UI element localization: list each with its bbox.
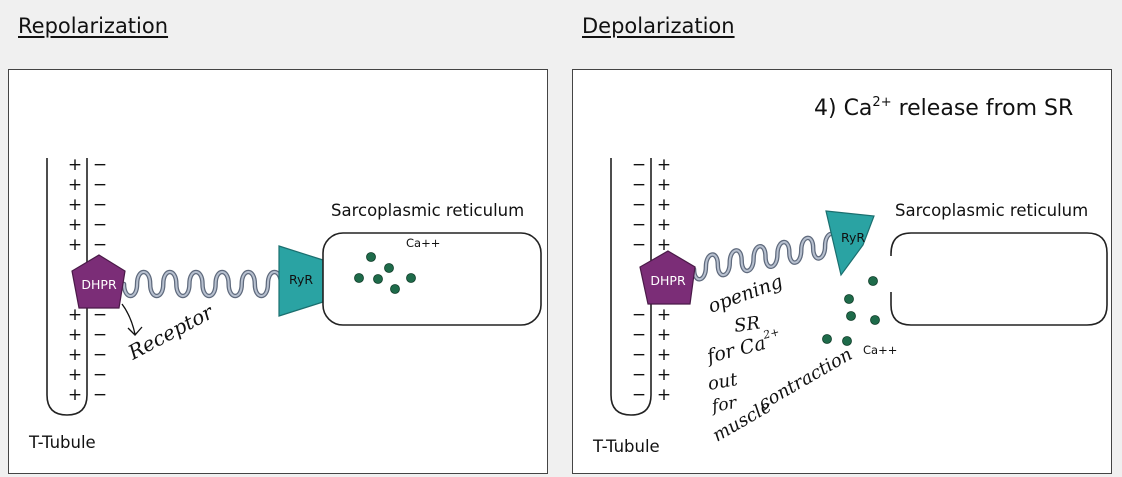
dhpr-channel: [71, 254, 126, 309]
sarcoplasmic-reticulum: [322, 232, 542, 326]
dhpr-label: DHPR: [650, 273, 686, 288]
charge-sign: −: [632, 195, 646, 215]
note-line: contraction: [755, 344, 856, 414]
dhpr-channel: [639, 250, 696, 305]
t-tubule-label: T-Tubule: [592, 437, 660, 456]
charge-sign: +: [657, 345, 671, 365]
charge-sign: +: [657, 235, 671, 255]
membrane-charge-signs: −+−+−+−+−+−+−+−+−+−+: [632, 155, 671, 405]
note-line: out: [706, 369, 740, 395]
calcium-ion: [822, 334, 832, 344]
calcium-ion: [373, 274, 383, 284]
dhpr-label: DHPR: [81, 277, 117, 292]
charge-sign: +: [657, 175, 671, 195]
calcium-ion: [844, 294, 854, 304]
heading-repolarization: Repolarization: [18, 14, 169, 38]
charge-sign: +: [68, 385, 82, 405]
step-title: 4) Ca2+ release from SR: [814, 95, 1073, 121]
charge-sign: +: [657, 215, 671, 235]
charge-sign: −: [93, 195, 107, 215]
dhpr-ryr-linker-highlight: [693, 232, 838, 281]
charge-sign: −: [632, 235, 646, 255]
charge-sign: −: [93, 365, 107, 385]
heading-depolarization: Depolarization: [582, 14, 735, 38]
calcium-ion: [384, 263, 394, 273]
t-tubule-membrane: [46, 158, 88, 416]
calcium-ion: [406, 273, 416, 283]
charge-sign: −: [632, 155, 646, 175]
membrane-charge-signs: +−+−+−+−+−+−+−+−+−+−: [68, 155, 107, 405]
handwritten-opening-note: opening SR for Ca2+ out for muscle contr…: [703, 270, 856, 446]
ryr-label: RyR: [289, 272, 313, 287]
charge-sign: −: [93, 385, 107, 405]
calcium-ions: [354, 252, 416, 294]
calcium-label: Ca++: [863, 343, 897, 357]
calcium-ion: [354, 273, 364, 283]
depolarization-diagram: 4) Ca2+ release from SR −+−+−+−+−+−+−+−+…: [592, 95, 1108, 456]
charge-sign: −: [632, 365, 646, 385]
charge-sign: +: [68, 155, 82, 175]
t-tubule-membrane: [610, 158, 652, 416]
repolarization-panel: +−+−+−+−+−+−+−+−+−+− DHPR RyR Sarcoplasm…: [8, 69, 548, 474]
charge-sign: +: [68, 305, 82, 325]
charge-sign: −: [93, 215, 107, 235]
charge-sign: −: [632, 175, 646, 195]
charge-sign: −: [632, 385, 646, 405]
note-line: opening: [705, 270, 785, 317]
charge-sign: +: [657, 305, 671, 325]
charge-sign: −: [93, 235, 107, 255]
note-line: for: [708, 393, 739, 417]
dhpr-ryr-linker-highlight: [123, 271, 282, 297]
note-line: SR: [733, 313, 762, 337]
charge-sign: −: [93, 325, 107, 345]
charge-sign: +: [657, 365, 671, 385]
depolarization-panel: 4) Ca2+ release from SR −+−+−+−+−+−+−+−+…: [572, 69, 1112, 474]
charge-sign: +: [657, 325, 671, 345]
charge-sign: −: [632, 345, 646, 365]
calcium-ion: [870, 315, 880, 325]
charge-sign: +: [68, 325, 82, 345]
charge-sign: +: [657, 385, 671, 405]
sr-label: Sarcoplasmic reticulum: [331, 201, 524, 220]
charge-sign: +: [68, 175, 82, 195]
t-tubule-label: T-Tubule: [28, 433, 96, 452]
calcium-label: Ca++: [406, 236, 440, 250]
ryr-label: RyR: [841, 230, 865, 245]
calcium-ion: [366, 252, 376, 262]
charge-sign: −: [93, 175, 107, 195]
charge-sign: −: [93, 345, 107, 365]
charge-sign: −: [632, 215, 646, 235]
charge-sign: −: [632, 305, 646, 325]
charge-sign: +: [68, 215, 82, 235]
charge-sign: +: [68, 235, 82, 255]
charge-sign: −: [93, 305, 107, 325]
charge-sign: −: [93, 155, 107, 175]
charge-sign: −: [632, 325, 646, 345]
charge-sign: +: [657, 195, 671, 215]
calcium-ion: [868, 276, 878, 286]
charge-sign: +: [68, 195, 82, 215]
handwritten-arrow: [121, 303, 143, 336]
sr-label: Sarcoplasmic reticulum: [895, 201, 1088, 220]
charge-sign: +: [657, 155, 671, 175]
ryr-channel: [825, 210, 875, 277]
repolarization-diagram: +−+−+−+−+−+−+−+−+−+− DHPR RyR Sarcoplasm…: [28, 155, 542, 452]
calcium-ion: [842, 336, 852, 346]
calcium-ion: [390, 284, 400, 294]
released-calcium-ions: [822, 276, 880, 346]
charge-sign: +: [68, 365, 82, 385]
charge-sign: +: [68, 345, 82, 365]
sarcoplasmic-reticulum: [890, 232, 1108, 326]
calcium-ion: [846, 311, 856, 321]
